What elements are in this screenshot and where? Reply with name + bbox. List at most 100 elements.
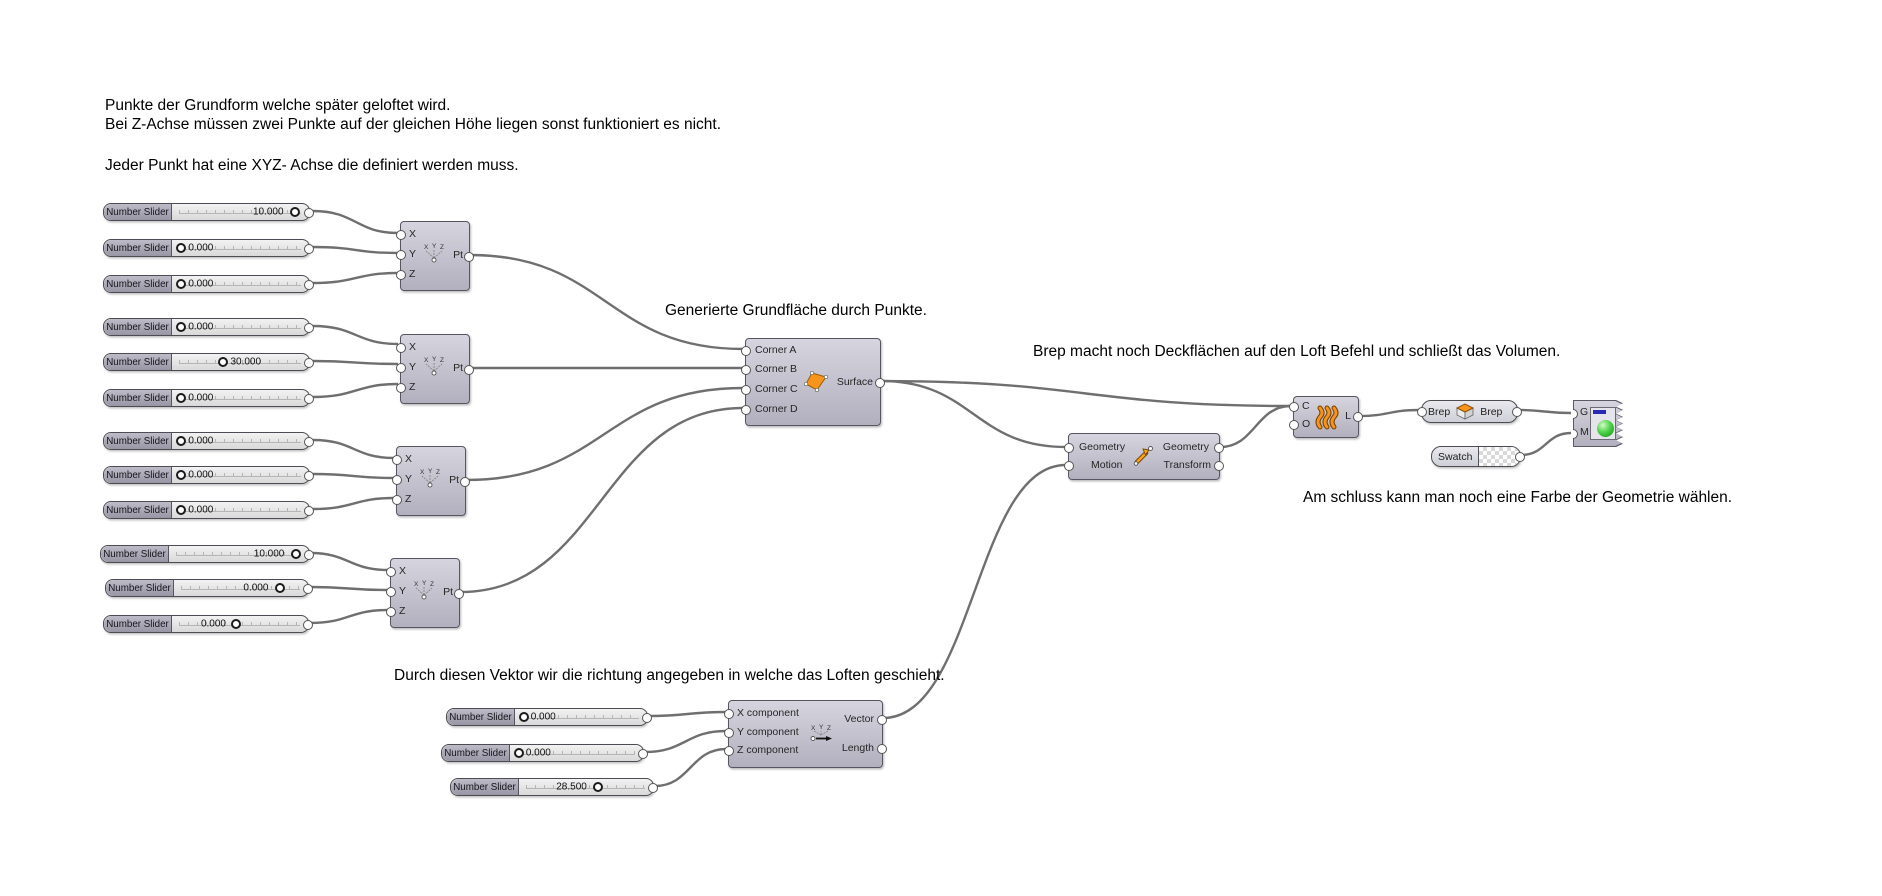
colour-swatch[interactable]: Swatch — [1431, 446, 1525, 467]
input-nub-x[interactable] — [396, 343, 406, 353]
slider-track[interactable]: 0.000 — [172, 433, 308, 449]
input-nub-y[interactable] — [396, 250, 406, 260]
slider-track[interactable]: 0.000 — [172, 319, 308, 335]
slider-output-nub[interactable] — [304, 437, 314, 447]
input-nub-corner-c[interactable] — [741, 385, 751, 395]
slider-output-nub[interactable] — [304, 244, 314, 254]
slider-knob[interactable] — [291, 549, 302, 559]
input-nub-y[interactable] — [392, 475, 402, 485]
input-nub-z[interactable] — [392, 495, 402, 505]
number-slider[interactable]: Number Slider 10.000 — [103, 203, 314, 221]
slider-knob[interactable] — [176, 436, 187, 446]
output-nub-transform[interactable] — [1214, 461, 1224, 471]
input-nub-x-component[interactable] — [724, 709, 734, 719]
number-slider[interactable]: Number Slider 28.500 — [450, 778, 658, 796]
output-nub-pt[interactable] — [460, 477, 470, 487]
slider-output-nub[interactable] — [303, 584, 313, 594]
slider-output-nub[interactable] — [304, 394, 314, 404]
slider-track[interactable]: 0.000 — [172, 616, 307, 632]
input-nub-z[interactable] — [386, 607, 396, 617]
number-slider[interactable]: Number Slider 0.000 — [446, 708, 652, 726]
slider-track[interactable]: 0.000 — [172, 276, 308, 292]
output-nub-geometry[interactable] — [1214, 443, 1224, 453]
slider-track[interactable]: 0.000 — [172, 390, 308, 406]
input-nub-corner-d[interactable] — [741, 405, 751, 415]
number-slider[interactable]: Number Slider 0.000 — [103, 275, 314, 293]
number-slider[interactable]: Number Slider 0.000 — [105, 579, 313, 597]
output-nub-vector[interactable] — [877, 715, 887, 725]
output-nub-pt[interactable] — [464, 252, 474, 262]
output-nub-loft[interactable] — [1353, 412, 1363, 422]
slider-knob[interactable] — [231, 619, 242, 629]
swatch-color-well[interactable] — [1478, 447, 1520, 466]
number-slider[interactable]: Number Slider 0.000 — [103, 389, 314, 407]
input-nub-brep[interactable] — [1417, 407, 1427, 417]
input-nub-corner-a[interactable] — [741, 346, 751, 356]
output-nub-swatch[interactable] — [1515, 452, 1525, 462]
input-nub-y-component[interactable] — [724, 728, 734, 738]
slider-knob[interactable] — [218, 357, 229, 367]
input-nub-x[interactable] — [392, 455, 402, 465]
slider-output-nub[interactable] — [304, 323, 314, 333]
slider-track[interactable]: 0.000 — [510, 745, 642, 761]
slider-output-nub[interactable] — [303, 620, 313, 630]
slider-knob[interactable] — [593, 782, 604, 792]
input-nub-curves[interactable] — [1289, 402, 1299, 412]
slider-output-nub[interactable] — [648, 783, 658, 793]
slider-knob[interactable] — [275, 583, 286, 593]
slider-knob[interactable] — [176, 243, 187, 253]
brep-param[interactable]: Brep Brep — [1417, 400, 1522, 423]
input-nub-z[interactable] — [396, 270, 406, 280]
number-slider[interactable]: Number Slider 0.000 — [103, 432, 314, 450]
slider-output-nub[interactable] — [642, 713, 652, 723]
number-slider[interactable]: Number Slider 0.000 — [103, 501, 314, 519]
slider-track[interactable]: 10.000 — [169, 546, 308, 562]
slider-track[interactable]: 10.000 — [172, 204, 308, 220]
slider-knob[interactable] — [513, 748, 524, 758]
number-slider[interactable]: Number Slider 0.000 — [441, 744, 648, 762]
slider-output-nub[interactable] — [304, 506, 314, 516]
output-nub-pt[interactable] — [464, 365, 474, 375]
slider-knob[interactable] — [176, 279, 187, 289]
number-slider[interactable]: Number Slider 0.000 — [103, 466, 314, 484]
surface-4pt-component[interactable]: Corner A Corner B Corner C Corner D Surf… — [741, 338, 885, 426]
slider-track[interactable]: 0.000 — [515, 709, 646, 725]
number-slider[interactable]: Number Slider 0.000 — [103, 615, 313, 633]
move-component[interactable]: Geometry Motion Geometry Transform — [1064, 433, 1224, 480]
output-nub-surface[interactable] — [875, 378, 885, 388]
number-slider[interactable]: Number Slider 30.000 — [103, 353, 314, 371]
input-nub-y[interactable] — [386, 587, 396, 597]
output-nub-pt[interactable] — [454, 589, 464, 599]
slider-output-nub[interactable] — [304, 550, 314, 560]
slider-output-nub[interactable] — [304, 358, 314, 368]
slider-output-nub[interactable] — [304, 280, 314, 290]
output-nub-length[interactable] — [877, 744, 887, 754]
input-nub-x[interactable] — [396, 230, 406, 240]
slider-track[interactable]: 0.000 — [172, 467, 308, 483]
number-slider[interactable]: Number Slider 10.000 — [100, 545, 314, 563]
slider-knob[interactable] — [176, 322, 187, 332]
input-nub-options[interactable] — [1289, 420, 1299, 430]
input-nub-corner-b[interactable] — [741, 365, 751, 375]
slider-track[interactable]: 0.000 — [172, 502, 308, 518]
slider-output-nub[interactable] — [304, 208, 314, 218]
slider-track[interactable]: 0.000 — [174, 580, 307, 596]
slider-knob[interactable] — [176, 505, 187, 515]
loft-component[interactable]: C O L — [1289, 396, 1363, 438]
slider-track[interactable]: 28.500 — [519, 779, 652, 795]
slider-output-nub[interactable] — [304, 471, 314, 481]
slider-knob[interactable] — [176, 470, 187, 480]
slider-knob[interactable] — [518, 712, 529, 722]
output-nub-brep[interactable] — [1512, 407, 1522, 417]
slider-track[interactable]: 0.000 — [172, 240, 308, 256]
input-nub-x[interactable] — [386, 567, 396, 577]
input-nub-z-component[interactable] — [724, 746, 734, 756]
number-slider[interactable]: Number Slider 0.000 — [103, 239, 314, 257]
input-nub-geometry[interactable] — [1064, 443, 1074, 453]
slider-knob[interactable] — [176, 393, 187, 403]
